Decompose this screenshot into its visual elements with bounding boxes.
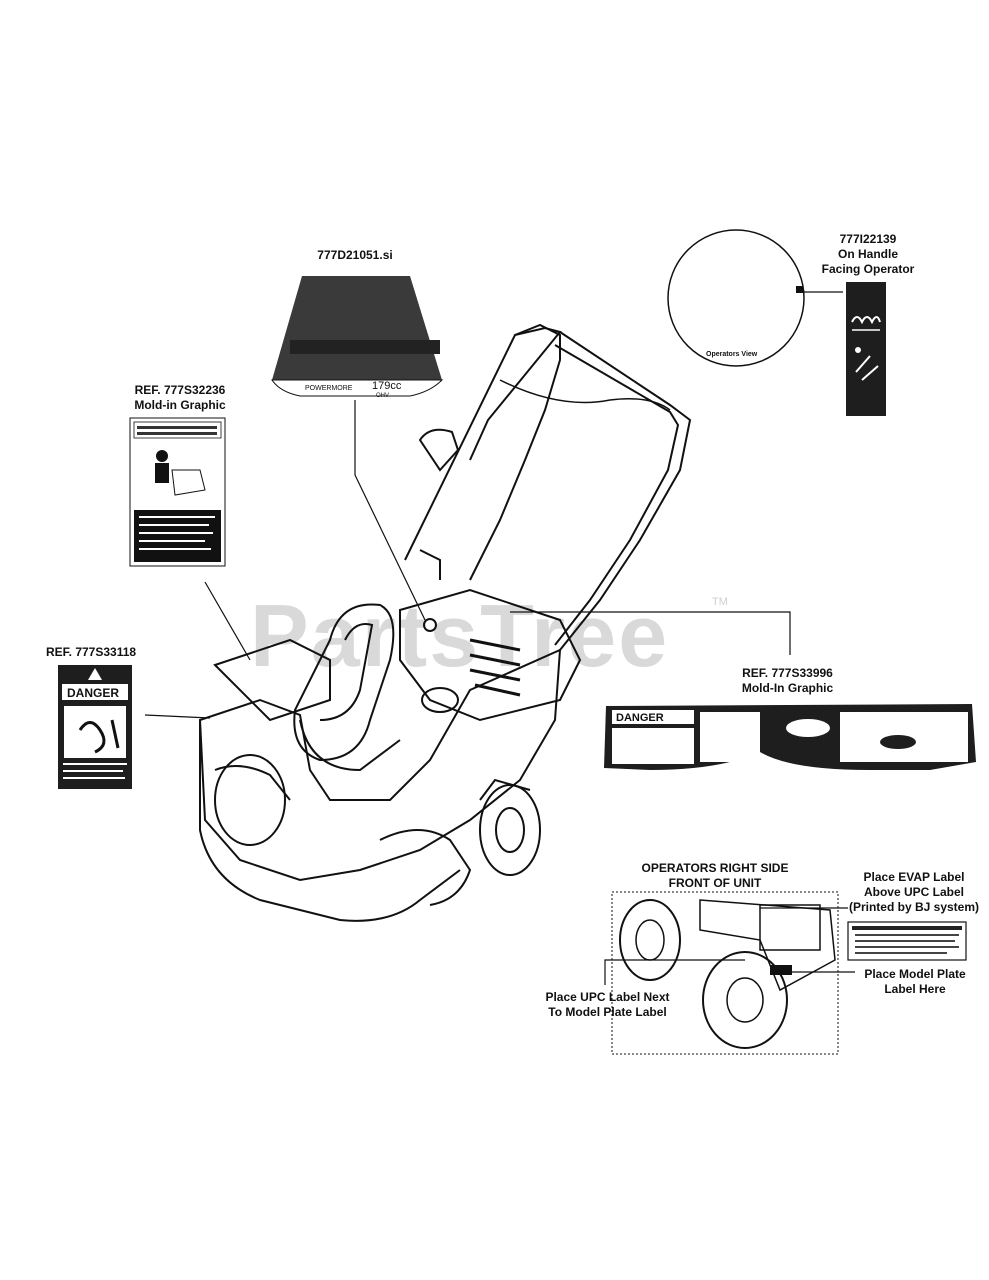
evap-label-graphic — [847, 921, 967, 961]
handle-label-line2: On Handle — [837, 247, 898, 261]
model-plate-label-text: Place Model Plate Label Here — [852, 967, 978, 997]
housing-body — [198, 648, 562, 882]
handle-label-line3: Facing Operator — [821, 262, 915, 276]
left-danger-badge: DANGER — [67, 686, 119, 700]
recoil-starter — [421, 687, 459, 713]
leader-left-danger — [144, 714, 211, 719]
handle-bar — [404, 326, 562, 561]
evap-line1: Place EVAP Label — [863, 870, 965, 884]
operators-view-circle — [667, 229, 805, 367]
left-mold-label: REF. 777S32236 Mold-in Graphic — [115, 383, 245, 413]
left-mold-line1: REF. 777S32236 — [134, 383, 226, 397]
handle-decal-graphic — [846, 282, 886, 416]
engine-brand: POWERMORE — [305, 385, 353, 392]
top-decal-label: 777D21051.si — [317, 248, 393, 262]
leader-right-mold — [510, 611, 791, 655]
left-mold-line2: Mold-in Graphic — [134, 398, 226, 412]
model-plate-line1: Place Model Plate — [864, 967, 966, 981]
handle-label-line1: 777I22139 — [839, 232, 897, 246]
upc-line2: To Model Plate Label — [548, 1005, 667, 1019]
control-cable — [499, 379, 671, 411]
housing-top — [213, 638, 331, 722]
right-mold-label: REF. 777S33996 Mold-In Graphic — [725, 666, 850, 696]
evap-line3: (Printed by BJ system) — [848, 900, 980, 914]
right-mold-line1: REF. 777S33996 — [742, 666, 833, 680]
auger-left — [214, 754, 286, 846]
leader-top-decal — [354, 400, 426, 621]
inset-frame — [611, 891, 839, 1055]
left-mold-decal-graphic — [129, 417, 226, 567]
handle-frame — [469, 323, 561, 581]
upc-label-text: Place UPC Label Next To Model Plate Labe… — [520, 990, 695, 1020]
engine-cover — [399, 588, 582, 722]
right-mold-line2: Mold-In Graphic — [741, 681, 834, 695]
inset-title-line2: FRONT OF UNIT — [668, 876, 762, 890]
model-plate-line2: Label Here — [884, 982, 946, 996]
right-mold-decal-graphic: DANGER — [604, 704, 976, 770]
inset-title-line1: OPERATORS RIGHT SIDE — [641, 861, 789, 875]
right-danger-badge: DANGER — [616, 712, 664, 724]
evap-line2: Above UPC Label — [863, 885, 965, 899]
engine-cc: 179cc — [372, 380, 402, 392]
handle-decal-label: 777I22139 On Handle Facing Operator — [800, 232, 936, 277]
leader-upc — [604, 959, 745, 985]
engine-ohv: OHV — [376, 393, 389, 399]
auger-housing — [199, 720, 461, 922]
engine-decal-graphic: POWERMORE 179cc OHV — [271, 276, 444, 399]
left-danger-label: REF. 777S33118 — [46, 645, 137, 659]
discharge-chute — [293, 603, 395, 762]
inset-title: OPERATORS RIGHT SIDE FRONT OF UNIT — [630, 861, 800, 891]
watermark-trademark: TM — [712, 596, 728, 608]
operators-view-caption: Operators View — [706, 351, 758, 358]
upc-line1: Place UPC Label Next — [545, 990, 670, 1004]
handle-grip-left — [418, 428, 460, 472]
leader-left-mold — [204, 581, 251, 661]
evap-label-text: Place EVAP Label Above UPC Label (Printe… — [840, 870, 988, 915]
left-danger-decal-graphic: DANGER — [58, 665, 132, 789]
wheel-right — [479, 784, 541, 876]
handle-upper-right — [559, 331, 692, 651]
